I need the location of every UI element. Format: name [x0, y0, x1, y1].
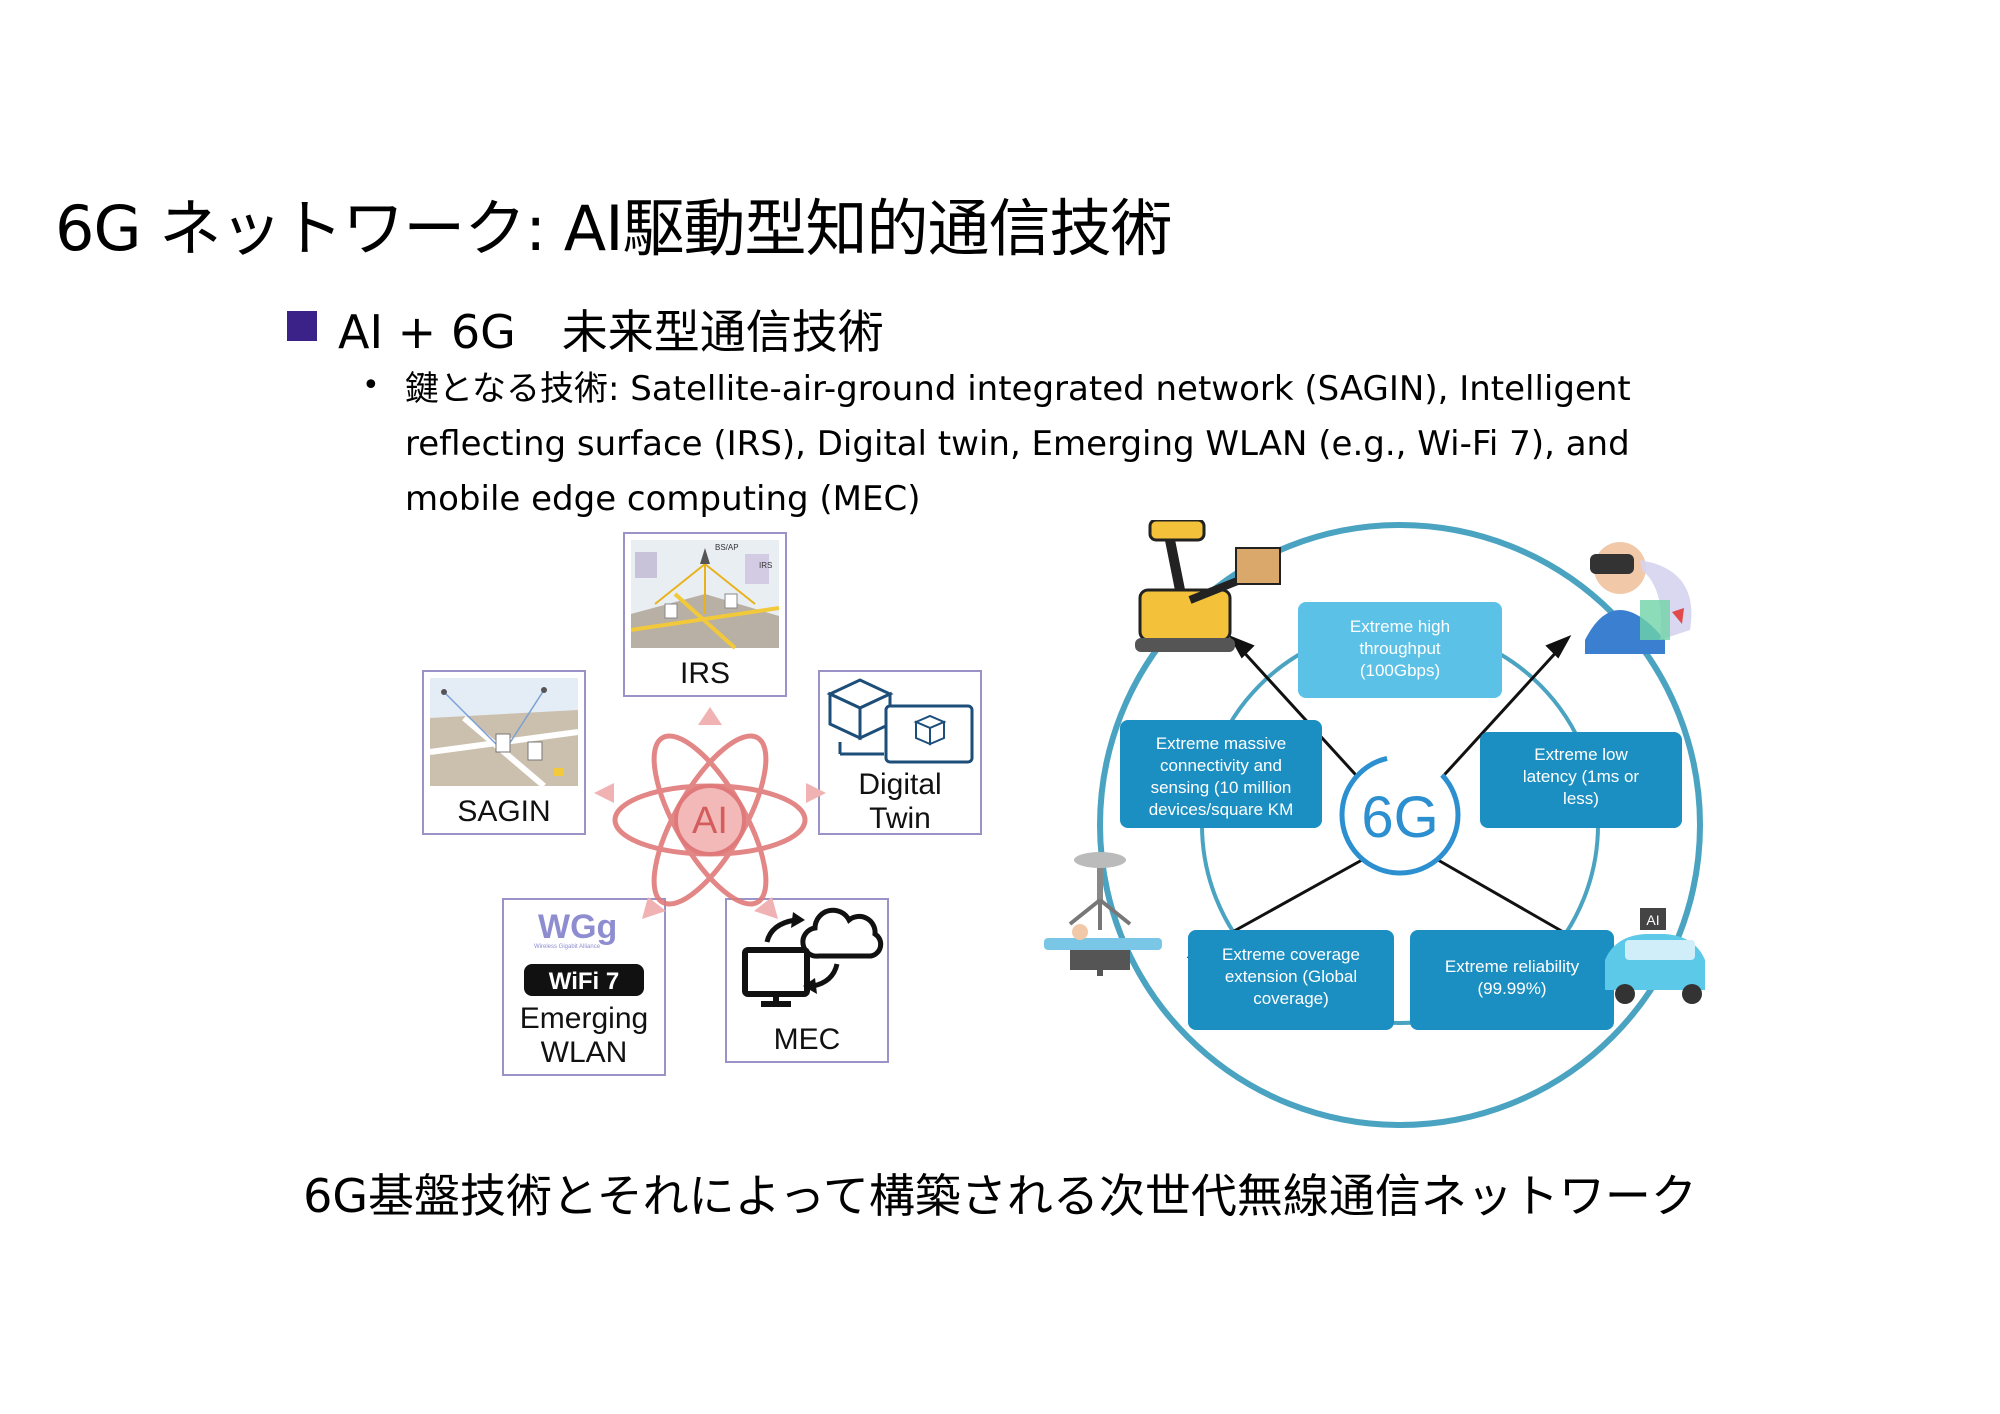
throughput-text-1: Extreme high [1350, 617, 1450, 636]
coverage-text-1: Extreme coverage [1222, 945, 1360, 964]
digital-twin-icon [826, 678, 974, 764]
mec-label: MEC [773, 1023, 841, 1056]
ai-technologies-diagram: BS/AP IRS IRS SAGIN [420, 530, 1000, 1080]
slide-title: 6G ネットワーク: AI駆動型知的通信技術 [55, 192, 1172, 265]
emerging-wlan-label-2: WLAN [540, 1036, 628, 1069]
throughput-box [1298, 602, 1502, 698]
mec-node: MEC [725, 898, 889, 1063]
massive-text-3: sensing (10 million [1151, 778, 1292, 797]
reliability-text-2: (99.99%) [1478, 979, 1547, 998]
vr-user-icon [1585, 542, 1692, 654]
ai-center-label: AI [692, 800, 728, 842]
massive-text-2: connectivity and [1160, 756, 1282, 775]
6g-requirements-diagram: 6G Extreme high throughput (100Gbps) Ext… [1040, 518, 1740, 1130]
coverage-text-3: coverage) [1253, 989, 1329, 1008]
robot-arm-icon [1135, 518, 1281, 652]
6g-center-label: 6G [1361, 785, 1438, 850]
surgical-robot-icon [1044, 852, 1162, 976]
wifi7-logo: WGg Wireless Gigabit Alliance WiFi 7 [524, 908, 644, 996]
irs-label: IRS [679, 657, 730, 690]
reliability-box [1410, 930, 1614, 1030]
bullet-dot: • [362, 368, 380, 403]
emerging-wlan-label-1: Emerging [519, 1002, 649, 1035]
wg-logo-text: WGg [538, 908, 617, 946]
latency-text-3: less) [1563, 789, 1599, 808]
digital-twin-label-2: Twin [869, 802, 931, 835]
irs-illustration: BS/AP IRS [630, 540, 780, 650]
latency-text-2: latency (1ms or [1523, 767, 1640, 786]
autonomous-car-icon: AI [1605, 908, 1705, 1004]
reliability-text-1: Extreme reliability [1445, 957, 1580, 976]
heading-square-bullet [287, 311, 317, 341]
irs-bs-label: BS/AP [715, 543, 739, 552]
svg-text:Wireless Gigabit Alliance: Wireless Gigabit Alliance [534, 944, 601, 950]
6g-diagram-graphic: 6G Extreme high throughput (100Gbps) Ext… [1044, 518, 1705, 1128]
emerging-wlan-node: WGg Wireless Gigabit Alliance WiFi 7 Eme… [502, 898, 666, 1076]
sagin-illustration [429, 678, 579, 789]
wifi7-logo-text: WiFi 7 [549, 968, 619, 995]
ai-atom-icon: AI [594, 707, 826, 919]
massive-text-4: devices/square KM [1149, 800, 1294, 819]
latency-text-1: Extreme low [1534, 745, 1628, 764]
irs-small-label: IRS [759, 561, 772, 570]
mec-icon [742, 907, 884, 1007]
coverage-text-2: extension (Global [1225, 967, 1357, 986]
section-heading: AI + 6G 未来型通信技術 [338, 305, 884, 359]
coverage-box [1188, 930, 1394, 1030]
throughput-text-3: (100Gbps) [1360, 661, 1440, 680]
massive-box [1120, 720, 1322, 828]
sagin-label: SAGIN [457, 795, 551, 828]
irs-node: BS/AP IRS IRS [623, 532, 787, 697]
latency-box [1480, 732, 1682, 828]
throughput-text-2: throughput [1359, 639, 1441, 658]
massive-text-1: Extreme massive [1156, 734, 1286, 753]
sagin-node: SAGIN [422, 670, 586, 835]
digital-twin-node: Digital Twin [818, 670, 982, 835]
digital-twin-label-1: Digital [858, 768, 942, 801]
ai-car-label: AI [1646, 912, 1659, 928]
bullet-text: 鍵となる技術: Satellite-air-ground integrated … [405, 369, 1631, 519]
figure-caption: 6G基盤技術とそれによって構築される次世代無線通信ネットワーク [303, 1169, 1697, 1223]
